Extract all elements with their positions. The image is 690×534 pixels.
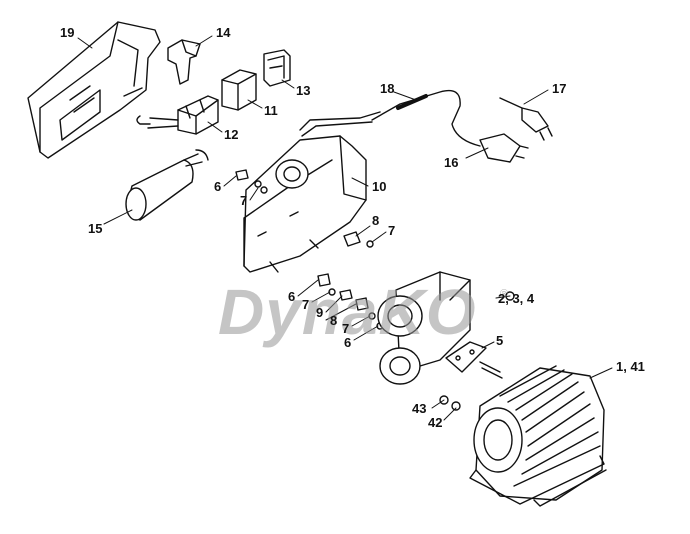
callout-15: 15: [88, 221, 103, 236]
callout-7-lower: 7: [342, 321, 350, 336]
callout-42: 42: [428, 415, 443, 430]
callout-7-right: 7: [388, 223, 396, 238]
callout-6-lower: 6: [344, 335, 352, 350]
callout-12: 12: [224, 127, 239, 142]
callout-5: 5: [496, 333, 504, 348]
part-end-shield: [377, 271, 515, 385]
part-housing-half: [27, 21, 161, 159]
callout-9: 9: [316, 305, 324, 320]
callout-7-middle: 7: [302, 297, 310, 312]
part-adapter-plug: [499, 97, 553, 141]
watermark-trademark: ®: [500, 288, 509, 300]
part-switch-actuator: [263, 49, 291, 87]
callout-8-lower: 8: [330, 313, 338, 328]
callout-13: 13: [296, 83, 311, 98]
callout-7-upper: 7: [240, 193, 248, 208]
callout-16: 16: [444, 155, 459, 170]
callout-6-middle: 6: [288, 289, 296, 304]
part-capacitor: [125, 149, 209, 221]
callout-8-upper: 8: [372, 213, 380, 228]
part-small-screws-upper: [235, 169, 374, 248]
callout-17: 17: [552, 81, 567, 96]
callout-1-41: 1, 41: [616, 359, 645, 374]
part-cable-plug: [371, 89, 529, 163]
part-module-box: [221, 69, 257, 111]
callout-6-upper: 6: [214, 179, 222, 194]
part-brush-plate: [445, 341, 503, 379]
leader-lines: [77, 35, 613, 421]
part-clip: [167, 39, 201, 85]
part-motor-housing: [243, 111, 381, 273]
part-switch: [136, 95, 219, 135]
part-stator: [469, 365, 607, 507]
part-washers-lower: [439, 395, 461, 411]
callout-11: 11: [264, 103, 278, 118]
callout-19: 19: [60, 25, 75, 40]
callout-14: 14: [216, 25, 231, 40]
callout-43: 43: [412, 401, 427, 416]
callout-2-3-4: 2, 3, 4: [498, 291, 535, 306]
watermark: DynaKO: [218, 276, 477, 348]
callout-18: 18: [380, 81, 395, 96]
callout-10: 10: [372, 179, 387, 194]
